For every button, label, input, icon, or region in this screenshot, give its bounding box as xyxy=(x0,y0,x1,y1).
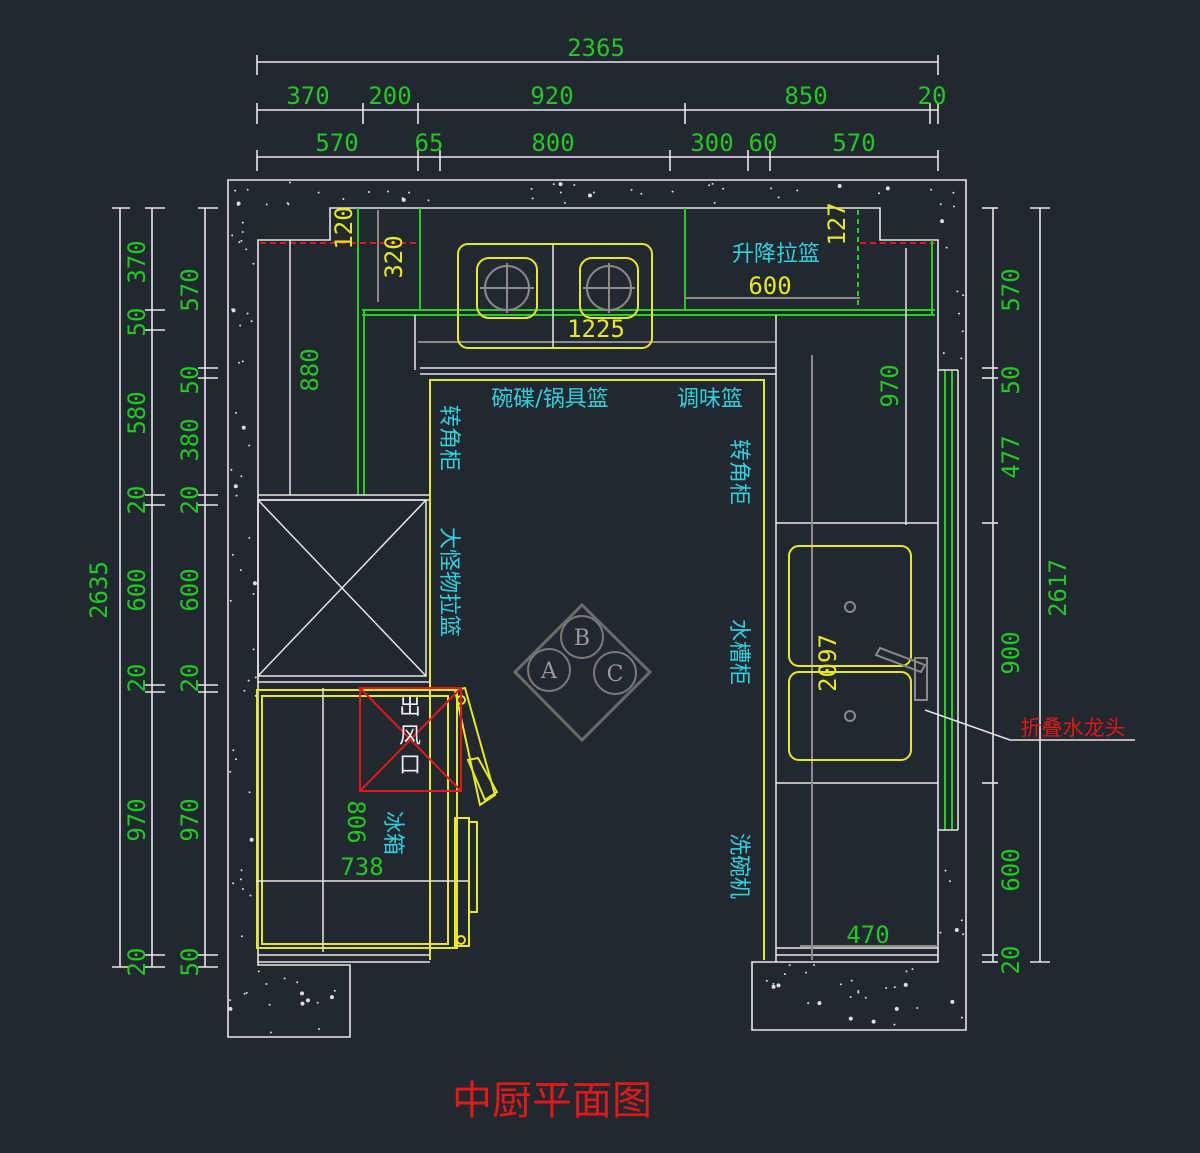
label-corner-cabinet-right: 转角柜 xyxy=(726,439,751,505)
left-dimension-lines xyxy=(112,207,218,968)
dim-left-col1: 370 xyxy=(123,240,151,283)
dim-top-row2: 920 xyxy=(530,82,573,110)
label-large-item-basket: 大怪物拉篮 xyxy=(436,527,461,637)
dim-left-col1: 50 xyxy=(123,308,151,337)
top-dimension-lines xyxy=(256,55,939,171)
compass-a: A xyxy=(540,659,558,684)
label-air-outlet: 风 xyxy=(399,724,421,749)
label-lift-basket: 升降拉篮 xyxy=(732,242,820,267)
dim-left-col2: 20 xyxy=(176,664,204,693)
dim-left-col2: 50 xyxy=(176,948,204,977)
dim-2097: 2097 xyxy=(814,634,842,692)
dim-top-row3: 570 xyxy=(832,129,875,157)
gas-stove xyxy=(457,243,653,349)
dim-970: 970 xyxy=(876,364,904,407)
dim-right-col: 477 xyxy=(997,435,1025,478)
label-faucet-note: 折叠水龙头 xyxy=(1021,716,1126,740)
dim-left-col1: 970 xyxy=(123,798,151,841)
label-dish-basket: 碗碟/锅具篮 xyxy=(491,387,608,412)
dim-top-total: 2365 xyxy=(567,34,625,62)
dim-880: 880 xyxy=(296,348,324,391)
tall-cabinet xyxy=(257,499,430,683)
label-corner-cabinet-left: 转角柜 xyxy=(436,405,461,471)
dim-top-row3: 60 xyxy=(749,129,778,157)
dim-left-col2: 50 xyxy=(176,366,204,395)
dim-470: 470 xyxy=(846,921,889,949)
compass-c: C xyxy=(607,662,624,687)
right-dimension-lines xyxy=(982,207,1050,963)
dim-top-row2: 200 xyxy=(368,82,411,110)
dim-left-total: 2635 xyxy=(85,561,113,619)
dim-1225: 1225 xyxy=(567,315,625,343)
dim-left-col2: 970 xyxy=(176,798,204,841)
dim-left-col2: 600 xyxy=(176,568,204,611)
dim-127: 127 xyxy=(823,202,851,245)
dim-right-col: 50 xyxy=(997,366,1025,395)
dim-600: 600 xyxy=(748,272,791,300)
dim-right-col: 600 xyxy=(997,848,1025,891)
dim-top-row3: 65 xyxy=(415,129,444,157)
wall xyxy=(227,179,967,1038)
dim-top-row2: 370 xyxy=(286,82,329,110)
dim-top-row2: 850 xyxy=(784,82,827,110)
dim-806: 806 xyxy=(342,800,370,843)
dim-120: 120 xyxy=(330,206,358,249)
air-outlet xyxy=(359,687,462,792)
dim-top-row2: 20 xyxy=(918,82,947,110)
right-counter xyxy=(775,248,959,962)
dim-top-row3: 800 xyxy=(531,129,574,157)
dim-top-row3: 570 xyxy=(315,129,358,157)
dim-left-col1: 20 xyxy=(123,948,151,977)
dim-right-col: 20 xyxy=(997,946,1025,975)
compass-b: B xyxy=(574,626,590,651)
dim-left-col1: 20 xyxy=(123,664,151,693)
double-sink xyxy=(788,545,912,761)
dim-right-total: 2617 xyxy=(1044,559,1072,617)
dim-left-col1: 580 xyxy=(123,391,151,434)
label-seasoning-basket: 调味篮 xyxy=(677,387,743,412)
dim-left-col2: 570 xyxy=(176,268,204,311)
label-air-outlet: 口 xyxy=(399,753,421,778)
dim-right-col: 900 xyxy=(997,631,1025,674)
wall-hatch xyxy=(228,181,965,1034)
dim-320: 320 xyxy=(380,235,408,278)
top-counter xyxy=(258,208,935,501)
label-air-outlet: 出 xyxy=(399,695,421,720)
dim-right-col: 570 xyxy=(997,268,1025,311)
folding-faucet xyxy=(874,646,928,701)
label-sink-cabinet: 水槽柜 xyxy=(726,619,751,685)
view-compass xyxy=(512,602,653,743)
label-fridge: 冰箱 xyxy=(380,811,405,855)
faucet-leader-line xyxy=(924,709,1135,741)
dim-top-row3: 300 xyxy=(690,129,733,157)
drawing-title: 中厨平面图 xyxy=(452,1078,652,1124)
dim-left-col1: 20 xyxy=(123,486,151,515)
dim-left-col2: 380 xyxy=(176,418,204,461)
dim-738: 738 xyxy=(340,853,383,881)
base-cabinet-outline xyxy=(429,379,765,960)
dim-left-col1: 600 xyxy=(123,568,151,611)
dim-left-col2: 20 xyxy=(176,486,204,515)
label-dishwasher: 洗碗机 xyxy=(726,833,751,899)
